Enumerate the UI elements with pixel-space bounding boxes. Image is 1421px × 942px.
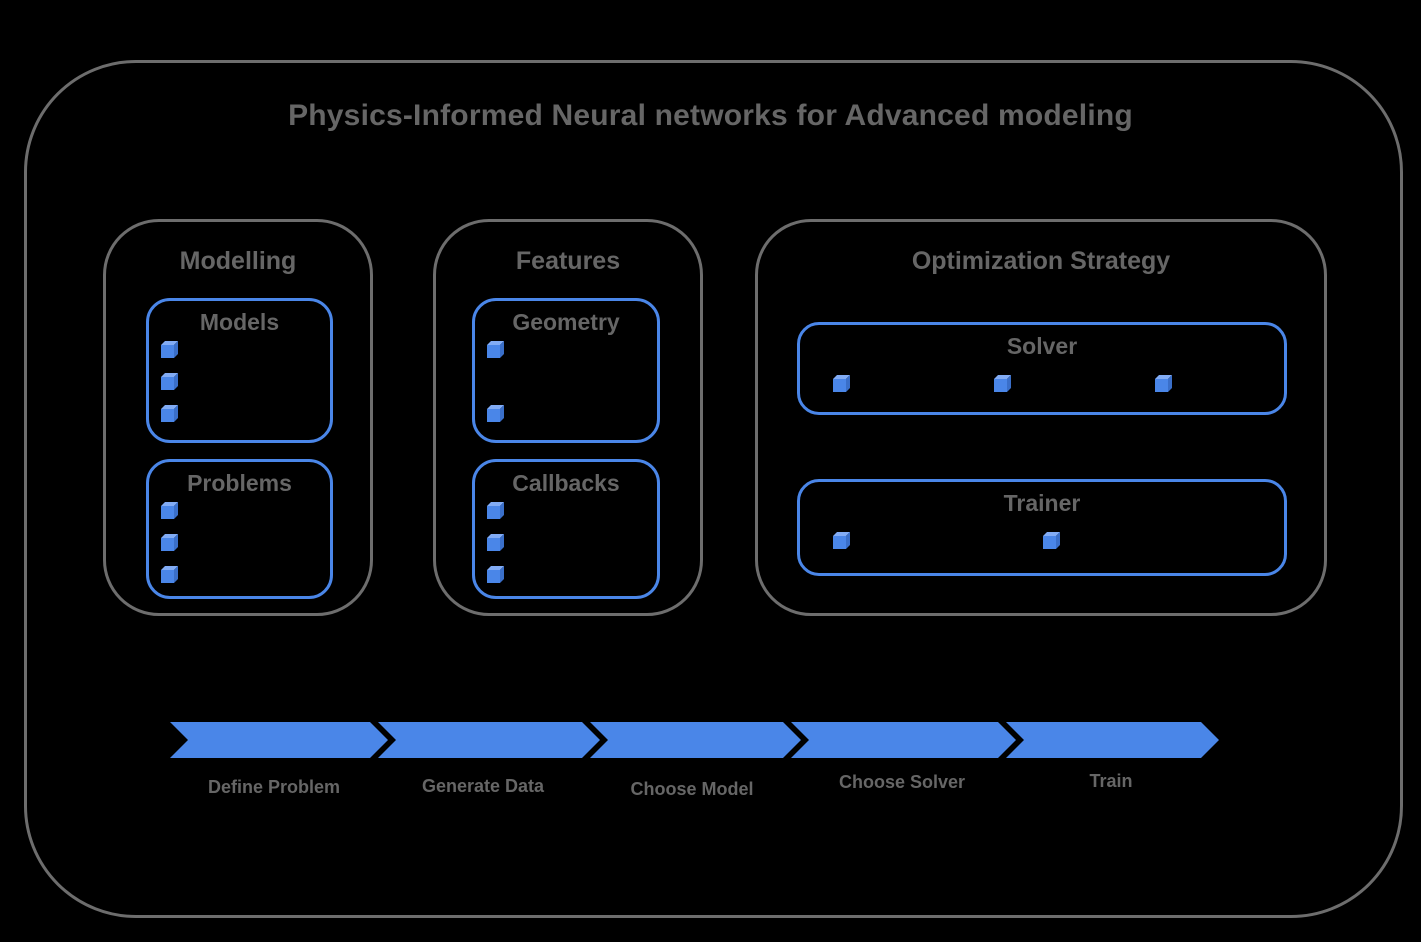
cube-bullet-icon	[833, 379, 846, 392]
cube-bullet-icon	[487, 506, 500, 519]
box-callbacks: Callbacks	[472, 459, 660, 599]
group-optimization-strategy: Optimization Strategy	[755, 219, 1327, 616]
cube-bullet-icon	[487, 345, 500, 358]
flow-band: Define Problem Generate Data Choose Model C…	[170, 722, 1219, 799]
box-title: Geometry	[512, 309, 620, 335]
box-title: Problems	[187, 470, 292, 496]
cube-bullet-icon	[161, 506, 174, 519]
flow-step-label-2: Generate Data	[421, 776, 545, 796]
cube-bullet-icon	[161, 345, 174, 358]
flow-arrow-segment-4	[791, 722, 1016, 758]
bullet-list	[161, 345, 174, 422]
flow-step-label-3: Choose Model	[630, 779, 754, 799]
cube-bullet-icon	[487, 570, 500, 583]
bullet-list	[487, 506, 500, 583]
box-models: Models	[146, 298, 333, 443]
box-problems: Problems	[146, 459, 333, 599]
cube-bullet-icon	[833, 536, 846, 549]
box-title: Trainer	[1003, 490, 1081, 516]
flow-arrow-segment-3	[590, 722, 801, 758]
box-trainer: Trainer	[797, 479, 1287, 576]
group-title: Features	[515, 247, 621, 275]
flow-arrow-segment-2	[378, 722, 600, 758]
group-title: Optimization Strategy	[911, 247, 1171, 275]
cube-bullet-icon	[1155, 379, 1168, 392]
bullet-list	[800, 379, 1284, 392]
box-title: Callbacks	[512, 470, 620, 496]
box-title: Models	[199, 309, 280, 335]
cube-bullet-icon	[487, 409, 500, 422]
cube-bullet-icon	[1043, 536, 1056, 549]
flow-arrow-segment-1	[170, 722, 388, 758]
cube-bullet-icon	[487, 538, 500, 551]
flow-step-label-4: Choose Solver	[838, 772, 966, 792]
group-modelling: Modelling	[103, 219, 373, 616]
cube-bullet-icon	[161, 538, 174, 551]
bullet-list	[800, 536, 1284, 549]
bullet-list	[487, 345, 500, 422]
cube-bullet-icon	[161, 377, 174, 390]
group-title: Modelling	[179, 247, 297, 275]
cube-bullet-icon	[994, 379, 1007, 392]
cube-bullet-icon	[161, 409, 174, 422]
group-features: Features	[433, 219, 703, 616]
cube-bullet-icon	[161, 570, 174, 583]
bullet-list	[161, 506, 174, 583]
flow-arrow-segment-5	[1006, 722, 1219, 758]
flow-step-label-1: Define Problem	[207, 777, 341, 797]
outer-frame	[24, 60, 1403, 918]
page-title: Physics-Informed Neural networks for Adv…	[288, 99, 1133, 132]
box-geometry: Geometry	[472, 298, 660, 443]
box-title: Solver	[1006, 333, 1078, 359]
box-solver: Solver	[797, 322, 1287, 415]
flow-step-label-5: Train	[1089, 771, 1133, 791]
